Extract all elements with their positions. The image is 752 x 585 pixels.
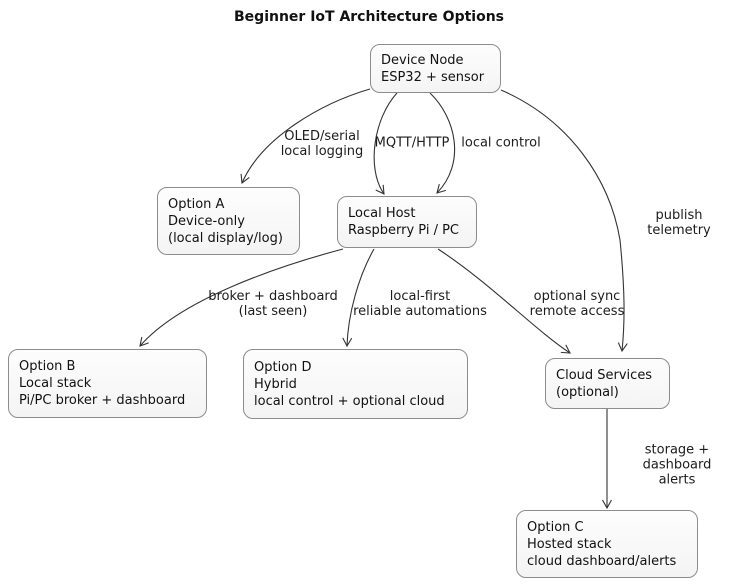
- edge-local-host-to-option-b: [139, 248, 344, 347]
- node-device-label: Device Node ESP32 + sensor: [381, 52, 485, 85]
- node-option-d: Option D Hybrid local control + optional…: [243, 349, 468, 419]
- node-device: Device Node ESP32 + sensor: [370, 44, 501, 93]
- node-option-a-label: Option A Device-only (local display/log): [168, 196, 283, 246]
- node-option-c: Option C Hosted stack cloud dashboard/al…: [516, 510, 698, 578]
- edge-local-host-to-option-d: [342, 248, 375, 348]
- node-local-host: Local Host Raspberry Pi / PC: [337, 196, 477, 248]
- node-cloud-services-label: Cloud Services (optional): [556, 367, 653, 400]
- edge-label-optional-sync: optional sync remote access: [529, 289, 625, 319]
- diagram-title: Beginner IoT Architecture Options: [234, 9, 504, 25]
- edge-label-broker-dashboard: broker + dashboard (last seen): [208, 289, 338, 319]
- edge-label-local-first: local-first reliable automations: [353, 289, 487, 319]
- edge-device-to-local-host-control: [429, 92, 456, 194]
- edge-device-to-cloud: [500, 89, 628, 353]
- node-local-host-label: Local Host Raspberry Pi / PC: [348, 206, 460, 238]
- edge-local-host-to-cloud: [437, 248, 571, 354]
- edge-device-to-option-a: [240, 88, 371, 185]
- node-cloud-services: Cloud Services (optional): [545, 358, 670, 409]
- edge-label-storage-dashboard-alerts: storage + dashboard alerts: [642, 442, 712, 488]
- edge-label-local-control: local control: [461, 135, 541, 151]
- node-option-d-label: Option D Hybrid local control + optional…: [254, 359, 445, 409]
- node-option-b: Option B Local stack Pi/PC broker + dash…: [8, 349, 207, 418]
- edge-label-oled-serial-local-logging: OLED/serial local logging: [280, 129, 364, 159]
- node-option-b-label: Option B Local stack Pi/PC broker + dash…: [19, 359, 186, 408]
- node-option-a: Option A Device-only (local display/log): [157, 187, 300, 255]
- node-option-c-label: Option C Hosted stack cloud dashboard/al…: [527, 519, 677, 569]
- edge-label-publish-telemetry: publish telemetry: [647, 208, 711, 238]
- edge-label-mqtt-http: MQTT/HTTP: [374, 135, 450, 151]
- edge-device-to-local-host-mqtt: [373, 92, 398, 195]
